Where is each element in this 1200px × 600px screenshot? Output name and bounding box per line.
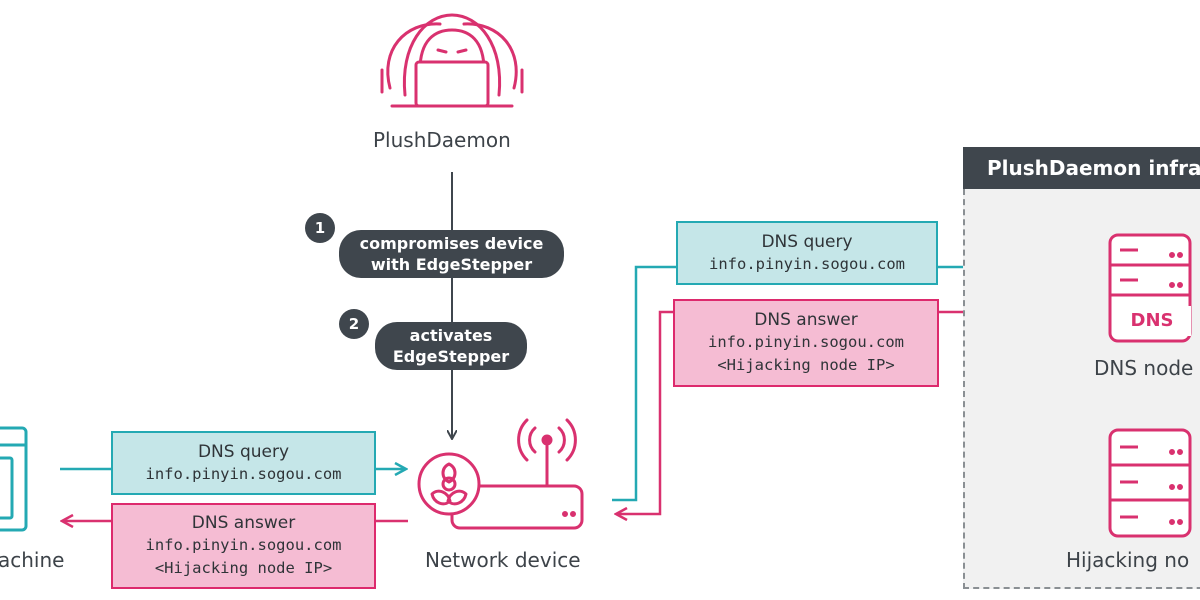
actor-label: PlushDaemon <box>373 128 511 152</box>
hijacking-server-icon <box>1108 428 1192 538</box>
step-1-line2: with EdgeStepper <box>370 255 533 274</box>
left-answer-domain: info.pinyin.sogou.com <box>145 536 342 554</box>
hooded-hackers-icon <box>380 13 524 108</box>
left-query-domain: info.pinyin.sogou.com <box>145 464 342 483</box>
left-query-title: DNS query <box>197 441 290 462</box>
dns-node-label: DNS node <box>1094 356 1194 380</box>
computer-window-icon <box>0 426 28 532</box>
dns-badge: DNS <box>1113 306 1191 336</box>
network-device-label: Network device <box>425 548 581 572</box>
step-1-pill: compromises device with EdgeStepper <box>339 230 564 278</box>
router-biohazard-icon <box>417 418 584 530</box>
machine-label: achine <box>0 548 65 572</box>
right-dns-query-box: DNS query info.pinyin.sogou.com <box>676 221 938 285</box>
step-2-pill: activates EdgeStepper <box>375 322 527 370</box>
step-2-badge: 2 <box>339 309 369 339</box>
right-answer-title: DNS answer <box>754 310 858 330</box>
hijacking-node-label: Hijacking no <box>1066 548 1190 572</box>
left-dns-answer-box: DNS answer info.pinyin.sogou.com <Hijack… <box>111 503 376 589</box>
infrastructure-title: PlushDaemon infra <box>963 147 1200 189</box>
right-answer-ip: <Hijacking node IP> <box>717 356 895 374</box>
left-answer-ip: <Hijacking node IP> <box>154 559 333 577</box>
left-answer-title: DNS answer <box>191 513 296 533</box>
step-2-line1: activates <box>409 326 493 345</box>
right-answer-domain: info.pinyin.sogou.com <box>708 333 904 351</box>
right-dns-answer-box: DNS answer info.pinyin.sogou.com <Hijack… <box>673 299 939 387</box>
step-2-line2: EdgeStepper <box>392 347 510 366</box>
infrastructure-icons <box>1108 233 1192 538</box>
left-dns-query-box: DNS query info.pinyin.sogou.com <box>111 431 376 495</box>
right-query-title: DNS query <box>761 231 853 252</box>
step-1-line1: compromises device <box>359 234 544 253</box>
right-query-domain: info.pinyin.sogou.com <box>709 254 905 273</box>
step-1-badge: 1 <box>305 213 335 243</box>
